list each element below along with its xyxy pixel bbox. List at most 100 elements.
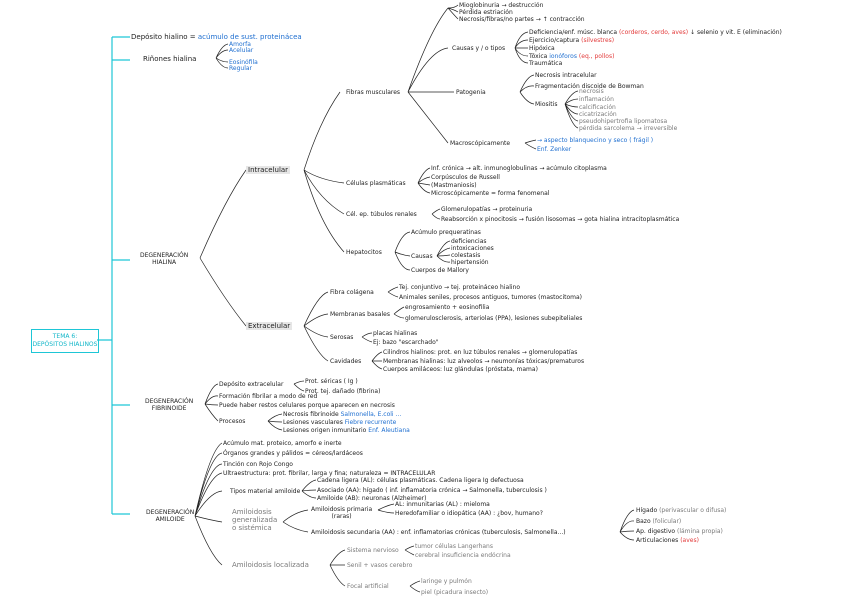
- ser-2: Ej: bazo "escarchado": [373, 339, 439, 346]
- o1-note: (perivascular o difusa): [659, 507, 727, 514]
- cp-3: (Mastmaniosis): [431, 182, 477, 189]
- causa-4-species: (eq., pollos): [578, 53, 615, 60]
- tubulos-renales[interactable]: Cél. ep. túbulos renales: [346, 211, 417, 218]
- cav-2: Membranas hialinas: luz alveolos → neumo…: [383, 358, 585, 365]
- hialina-prop-1: Amorfa: [229, 41, 251, 48]
- da-title-1: DEGENERACIÓN: [146, 509, 195, 516]
- hep-causas: Causas: [411, 253, 433, 260]
- df-p2-note: Fiebre recurrente: [344, 419, 397, 426]
- cp-1: Inf. crónica → alt. inmunoglobulinas → a…: [431, 165, 607, 172]
- mb-2: glomerulosclerosis, arteriolas (PPA), le…: [405, 315, 583, 322]
- causa-3: Hipóxica: [529, 45, 555, 52]
- celulas-plasmaticas[interactable]: Células plasmáticas: [346, 180, 406, 187]
- miositis[interactable]: Miositis: [535, 101, 558, 108]
- df-deposito[interactable]: Depósito extracelular: [219, 381, 284, 388]
- o3-text: Ap. digestivo: [636, 528, 676, 535]
- miositis-6: pérdida sarcolema → irreversible: [579, 125, 678, 132]
- hep-1: Acúmulo prequeratinas: [411, 229, 481, 236]
- o4-note: (aves): [680, 537, 699, 544]
- primaria-2: Heredofamiliar o idiopática (AA) : ¿bov,…: [395, 510, 543, 517]
- causa-1-text: Deficiencia/enf. músc. blanca: [529, 29, 618, 36]
- cavidades[interactable]: Cavidades: [330, 358, 362, 365]
- tipo-2: Asociado (AA): hígado ( inf. inflamatori…: [317, 487, 547, 494]
- root-topic[interactable]: TEMA 6:DEPÓSITOS HIALINOS: [31, 329, 99, 353]
- hialina-prop-3: Eosinófila: [229, 59, 258, 66]
- deposito-label: Depósito hialino =: [131, 33, 196, 41]
- miositis-1: necrosis: [579, 88, 604, 95]
- o2-note: (folicular): [652, 518, 682, 525]
- macroscopicamente[interactable]: Macroscópicamente: [450, 140, 511, 147]
- df-proceso-3: Lesiones origen inmunitario Enf. Aleutia…: [283, 427, 410, 434]
- intracelular[interactable]: Intracelular: [246, 166, 291, 174]
- amiloidosis-secundaria[interactable]: Amiloidosis secundaria (AA) : enf. infla…: [311, 529, 566, 536]
- df-p3-text: Lesiones origen inmunitario: [283, 427, 367, 434]
- extracelular[interactable]: Extracelular: [246, 322, 293, 330]
- fc-2: Animales seniles, procesos antiguos, tum…: [399, 294, 583, 301]
- cp-2: Corpúsculos de Russell: [431, 174, 500, 181]
- ser-1: placas hialinas: [373, 330, 418, 337]
- df-p2-text: Lesiones vasculares: [283, 419, 343, 426]
- patogenia-1: Necrosis intracelular: [535, 72, 597, 79]
- fibra-colagena[interactable]: Fibra colágena: [330, 289, 374, 296]
- df-procesos[interactable]: Procesos: [219, 418, 246, 425]
- sn-1: tumor células Langerhans: [415, 543, 493, 550]
- serosas[interactable]: Serosas: [330, 334, 354, 341]
- da-2: Órganos grandes y pálidos = céreos/lardá…: [223, 450, 363, 457]
- o1-text: Hígado: [636, 507, 658, 514]
- primaria-1: AL: inmunitarias (AL) : mieloma: [395, 501, 490, 508]
- causa-2-species: (silvestres): [581, 37, 615, 44]
- sn-2: cerebral insuficiencia endócrina: [415, 552, 511, 559]
- hialina-prop-2: Acelular: [229, 47, 254, 54]
- df-title-2: FIBRINOIDE: [151, 405, 187, 412]
- cav-3: Cuerpos amiláceos: luz glándulas (prósta…: [383, 366, 538, 373]
- causa-2-text: Ejercicio/captura: [529, 37, 580, 44]
- causas-tipos[interactable]: Causas y / o tipos: [452, 45, 506, 52]
- hepatocitos[interactable]: Hepatocitos: [346, 249, 382, 256]
- deposito-definition: acúmulo de sust. proteinácea: [197, 33, 302, 41]
- gen-1: Amiloidosis: [232, 508, 272, 516]
- tipos-material[interactable]: Tipos material amiloide: [230, 488, 301, 495]
- amiloidosis-primaria[interactable]: Amiloidosis primaria(raras): [311, 506, 372, 520]
- root-branches: [97, 36, 130, 515]
- df-formacion: Formación fibrilar a modo de red: [219, 393, 318, 400]
- gen-2: generalizada: [232, 516, 278, 524]
- df-p1-text: Necrosis fibrinoide: [283, 411, 339, 418]
- da-1: Acúmulo mat. proteico, amorfo e inerte: [223, 440, 342, 447]
- prim-label: Amiloidosis primaria: [311, 506, 373, 513]
- focal-artificial[interactable]: Focal artificial: [347, 583, 389, 590]
- df-p3-note: Enf. Aleutiana: [368, 427, 410, 434]
- o2-text: Bazo: [636, 518, 651, 525]
- sistema-nervioso[interactable]: Sistema nervioso: [347, 547, 399, 554]
- amiloidosis-localizada[interactable]: Amiloidosis localizada: [232, 561, 309, 569]
- causa-2: Ejercicio/captura (silvestres): [529, 37, 614, 44]
- deposito-hialino[interactable]: Depósito hialino = acúmulo de sust. prot…: [131, 33, 302, 41]
- miositis-2: inflamación: [579, 96, 614, 103]
- fibras-musculares[interactable]: Fibras musculares: [346, 89, 401, 96]
- causa-4-agent: ionóforos: [549, 53, 577, 60]
- hep-causa-1: deficiencias: [451, 238, 487, 245]
- patogenia[interactable]: Patogenia: [456, 89, 486, 96]
- root-line-2: DEPÓSITOS HIALINOS: [32, 341, 98, 348]
- tipo-3: Amiloide (AB): neuronas (Alzheimer): [317, 495, 427, 502]
- fm-item-2: Pérdida estriación: [459, 9, 513, 16]
- rinones-hialina[interactable]: Riñones hialina: [143, 55, 197, 63]
- membranas-basales[interactable]: Membranas basales: [330, 311, 390, 318]
- miositis-5: pseudohipertrofia lipomatosa: [579, 118, 668, 125]
- hialina-prop-4: Regular: [229, 65, 253, 72]
- prim-note: (raras): [331, 513, 352, 520]
- te-2: Reabsorción x pinocitosis → fusión lisos…: [441, 216, 680, 223]
- df-restos: Puede haber restos celulares porque apar…: [219, 402, 395, 409]
- te-1: Glomerulopatías → proteinuria: [441, 206, 533, 213]
- hep-mallory: Cuerpos de Mallory: [411, 267, 469, 274]
- df-deposito-1: Prot. séricas ( Ig ): [305, 378, 358, 385]
- organo-2: Bazo (folicular): [636, 518, 681, 525]
- root-line-1: TEMA 6:: [52, 333, 78, 340]
- df-proceso-1: Necrosis fibrinoide Salmonella, E.coli .…: [283, 411, 401, 418]
- da-4: Ultraestructura: prot. fibrilar, larga y…: [223, 470, 436, 477]
